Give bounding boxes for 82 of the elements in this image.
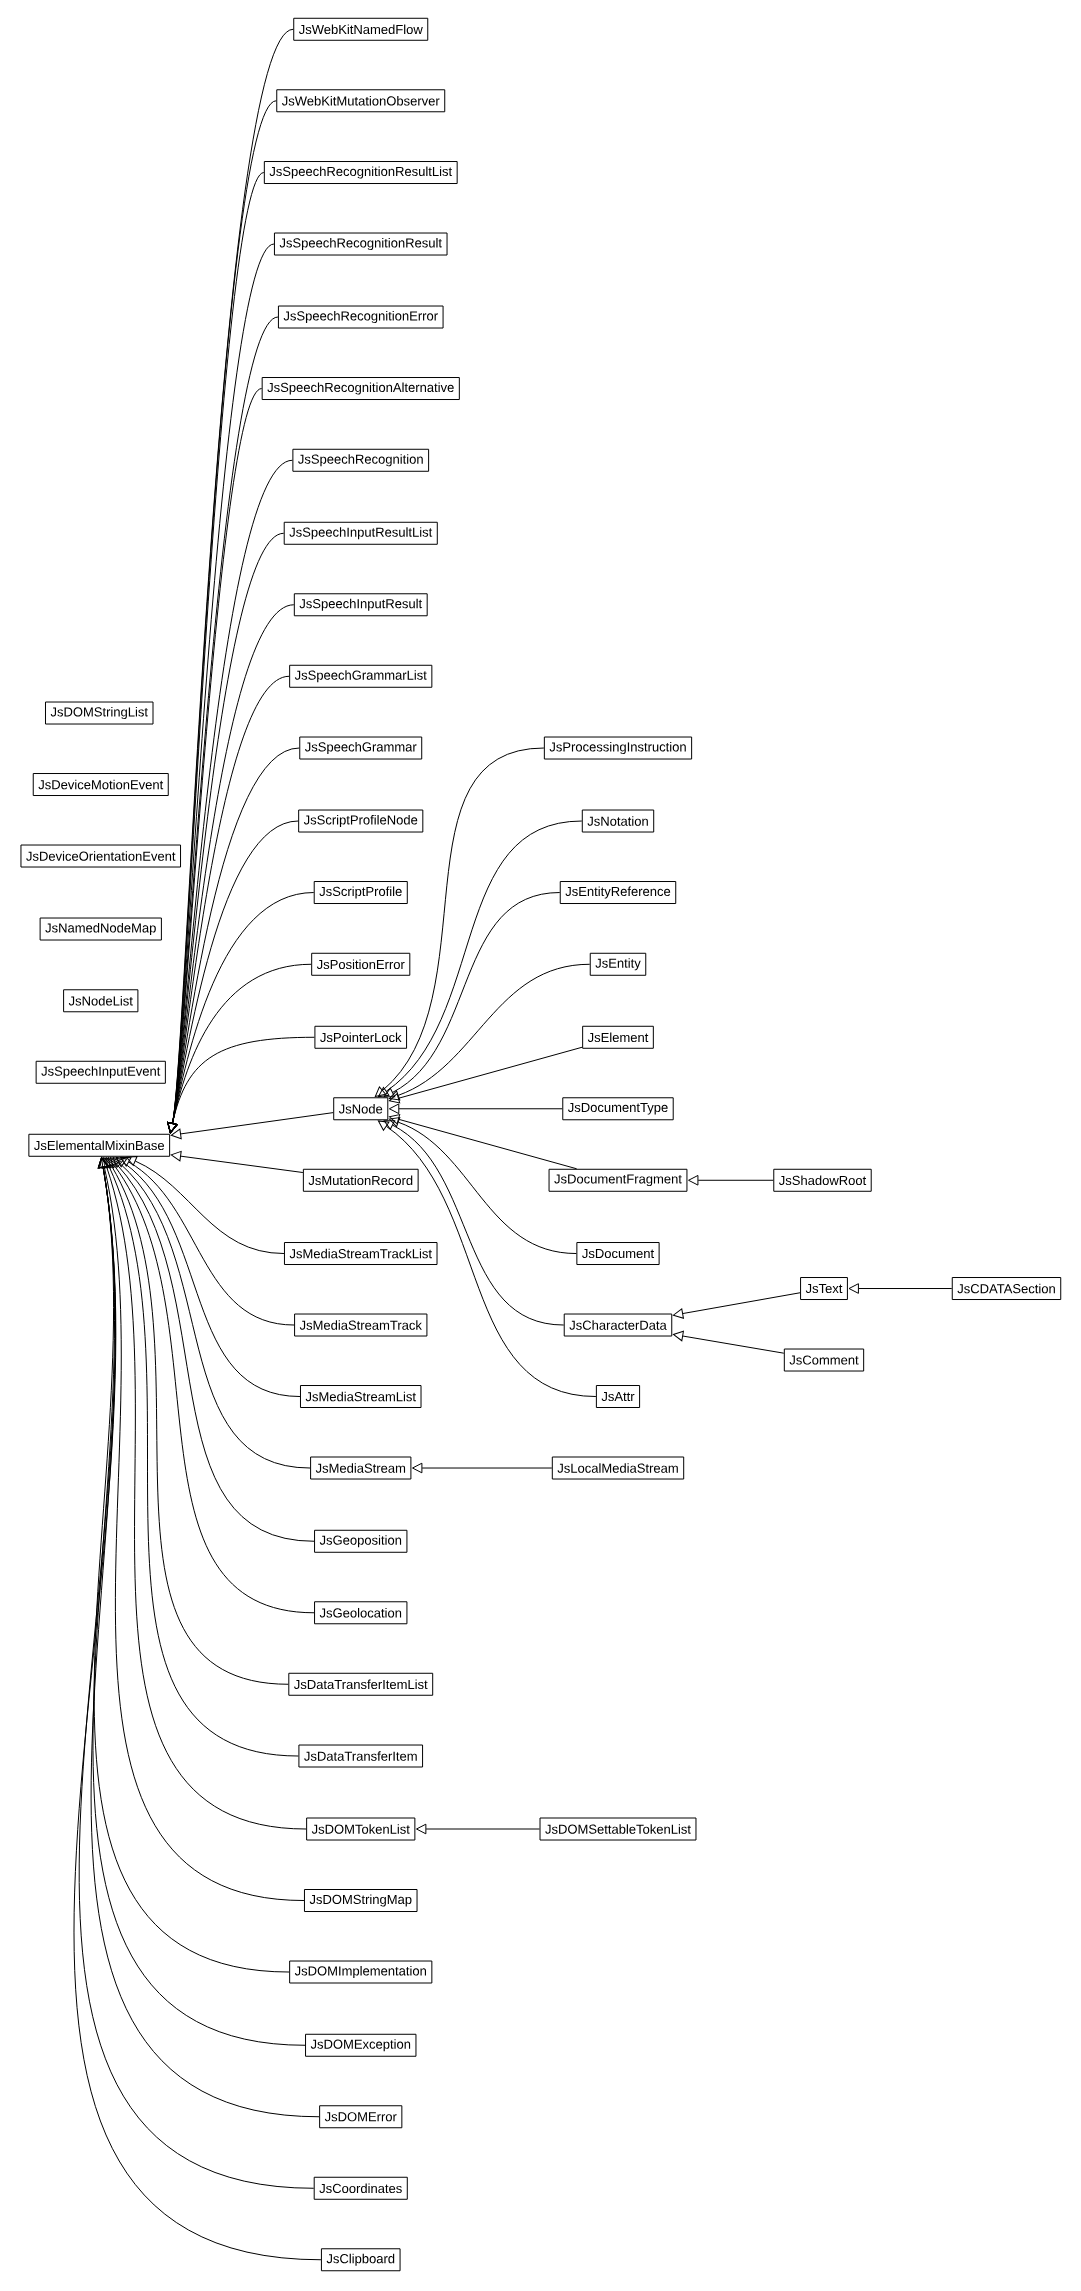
class-box: JsDOMTokenList: [306, 1817, 416, 1841]
class-box: JsMediaStreamTrackList: [284, 1242, 438, 1265]
class-box: JsSpeechInputResult: [293, 593, 428, 617]
class-box: JsSpeechRecognitionAlternative: [261, 377, 460, 401]
class-box: JsScriptProfile: [313, 881, 408, 904]
class-box: JsDocumentType: [562, 1097, 674, 1121]
inheritance-arrow: [672, 1292, 801, 1319]
class-box: JsGeolocation: [314, 1601, 408, 1625]
class-box: JsDOMStringMap: [304, 1889, 418, 1912]
class-box: JsSpeechRecognitionError: [277, 305, 444, 329]
class-box: JsSpeechRecognitionResult: [273, 232, 448, 256]
class-box: JsDeviceOrientationEvent: [20, 844, 182, 868]
class-box: JsDOMError: [319, 2105, 403, 2129]
class-box: JsDOMException: [305, 2033, 417, 2057]
class-box: JsCoordinates: [313, 2176, 408, 2200]
class-box: JsElementalMixinBase: [28, 1133, 171, 1157]
class-box: JsPointerLock: [314, 1025, 408, 1049]
class-box: JsComment: [783, 1348, 865, 1372]
class-box: JsEntityReference: [559, 881, 677, 904]
inheritance-arrow: [377, 820, 583, 1098]
class-box: JsClipboard: [320, 2248, 401, 2272]
class-box: JsDeviceMotionEvent: [32, 773, 169, 796]
class-box: JsEntity: [589, 952, 647, 976]
class-box: JsDocument: [576, 1242, 660, 1265]
class-box: JsElement: [582, 1025, 654, 1049]
inheritance-arrow: [110, 1157, 315, 1542]
inheritance-arrow: [416, 1823, 541, 1835]
inheritance-arrow: [106, 1157, 289, 1685]
class-box: JsDOMSettableTokenList: [539, 1817, 697, 1841]
inheritance-arrow: [388, 963, 591, 1101]
class-box: JsShadowRoot: [773, 1168, 872, 1192]
inheritance-arrow: [388, 1103, 563, 1115]
class-box: JsDOMImplementation: [289, 1960, 433, 1984]
class-box: JsMutationRecord: [302, 1168, 419, 1192]
class-box: JsSpeechInputResultList: [283, 521, 438, 545]
inheritance-arrow: [388, 1046, 583, 1104]
inheritance-arrow: [374, 747, 545, 1098]
class-box: JsSpeechInputEvent: [35, 1060, 166, 1084]
class-box: JsMediaStreamList: [300, 1385, 422, 1408]
inheritance-arrow: [377, 1120, 597, 1397]
class-box: JsWebKitNamedFlow: [293, 17, 429, 41]
class-box: JsDataTransferItemList: [288, 1672, 434, 1696]
inheritance-arrow: [126, 1156, 285, 1254]
inheritance-arrow: [170, 1150, 304, 1174]
inheritance-arrow: [388, 1114, 578, 1170]
inheritance-arrow: [108, 1157, 315, 1614]
class-box: JsMediaStream: [310, 1456, 412, 1480]
class-box: JsMediaStreamTrack: [294, 1313, 428, 1337]
inheritance-arrow: [115, 1156, 301, 1397]
class-box: JsNodeList: [63, 989, 139, 1013]
class-box: JsLocalMediaStream: [551, 1456, 685, 1480]
inheritance-arrow: [167, 1036, 315, 1134]
class-box: JsScriptProfileNode: [298, 809, 424, 833]
inheritance-arrow: [388, 1117, 577, 1254]
class-box: JsPositionError: [311, 952, 411, 976]
inheritance-arrow: [412, 1462, 553, 1474]
class-box: JsAttr: [595, 1385, 641, 1408]
inheritance-arrow: [383, 1120, 565, 1326]
class-box: JsSpeechGrammarList: [289, 664, 433, 688]
inheritance-arrow: [170, 1112, 334, 1140]
inheritance-arrow: [104, 1157, 299, 1757]
inheritance-arrow: [688, 1174, 774, 1186]
class-box: JsDataTransferItem: [298, 1744, 424, 1768]
inheritance-arrow: [119, 1156, 295, 1326]
class-box: JsWebKitMutationObserver: [276, 89, 446, 113]
class-box: JsProcessingInstruction: [543, 736, 693, 760]
class-box: JsNamedNodeMap: [39, 917, 162, 941]
class-box: JsDOMStringList: [45, 701, 154, 725]
class-box: JsSpeechRecognition: [292, 448, 430, 472]
class-box: JsText: [800, 1277, 848, 1300]
inheritance-arrow: [848, 1283, 953, 1294]
inheritance-arrow: [112, 1157, 311, 1469]
inheritance-arrow: [383, 892, 561, 1098]
inheritance-arrow: [672, 1330, 785, 1354]
class-box: JsCDATASection: [951, 1277, 1062, 1300]
class-box: JsSpeechGrammar: [299, 736, 423, 760]
class-box: JsDocumentFragment: [548, 1168, 688, 1192]
class-box: JsGeoposition: [314, 1529, 408, 1553]
class-box: JsSpeechRecognitionResultList: [263, 161, 458, 184]
class-box: JsNotation: [581, 809, 655, 833]
class-box: JsCharacterData: [563, 1313, 673, 1337]
class-box: JsNode: [333, 1097, 389, 1121]
